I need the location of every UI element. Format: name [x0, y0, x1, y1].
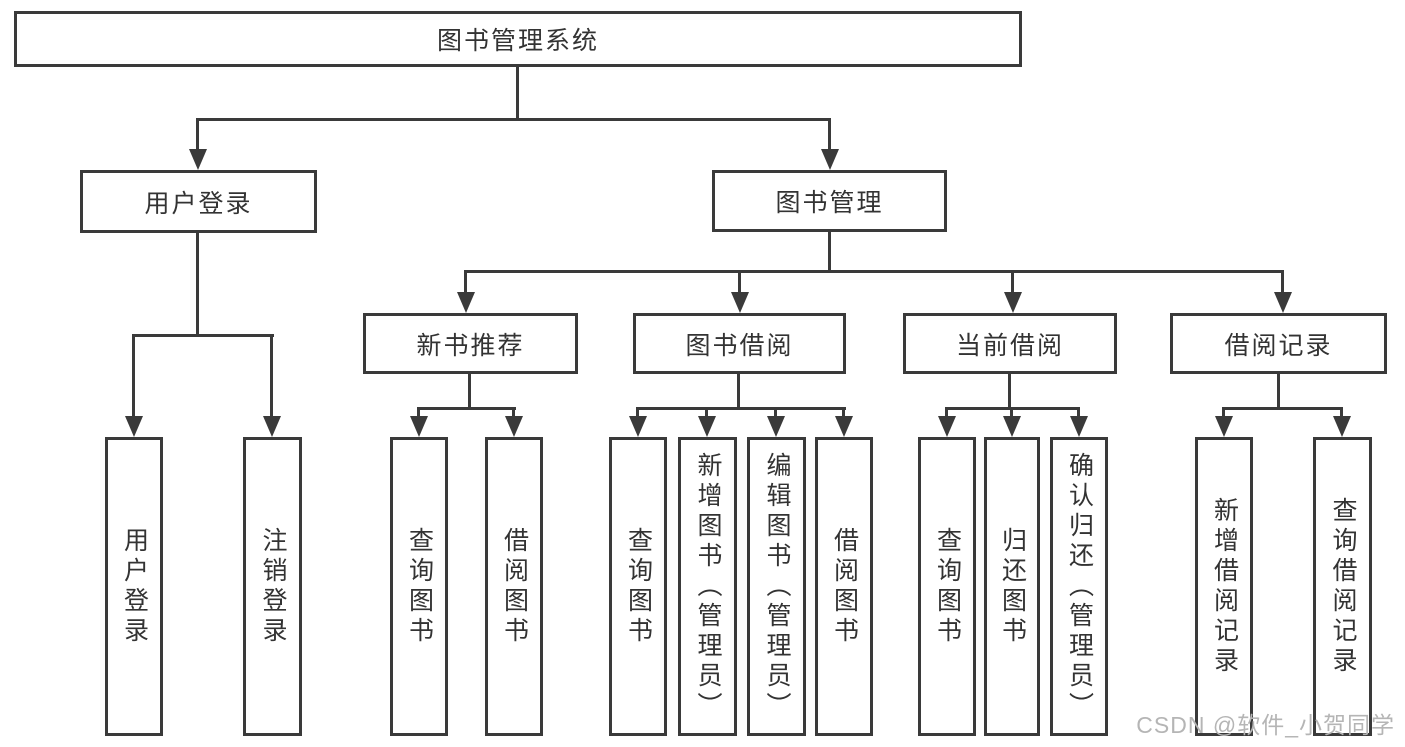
connector-line: [947, 407, 1080, 410]
connector-line: [1224, 407, 1343, 410]
arrow-down-icon: [188, 118, 207, 170]
arrow-down-icon: [262, 334, 281, 437]
node-add-book-admin: 新增图书（管理员）: [678, 437, 737, 736]
node-new-book-recommend: 新书推荐: [363, 313, 578, 374]
arrow-down-icon: [937, 407, 956, 437]
watermark: CSDN @软件_小贺同学: [1136, 712, 1395, 738]
node-return-book: 归还图书: [984, 437, 1040, 736]
node-borrowing-records: 借阅记录: [1170, 313, 1387, 374]
arrow-down-icon: [1003, 270, 1022, 313]
node-label: 查询图书: [405, 526, 434, 647]
arrow-down-icon: [697, 407, 716, 437]
node-label: 归还图书: [998, 526, 1027, 647]
node-logout-leaf: 注销登录: [243, 437, 302, 736]
node-add-borrow-record: 新增借阅记录: [1195, 437, 1253, 736]
node-root: 图书管理系统: [14, 11, 1022, 67]
node-label: 用户登录: [120, 526, 149, 647]
arrow-down-icon: [1273, 270, 1292, 313]
connector-line: [196, 233, 199, 336]
arrow-down-icon: [456, 270, 475, 313]
node-current-borrowing: 当前借阅: [903, 313, 1117, 374]
arrow-down-icon: [1002, 407, 1021, 437]
node-edit-book-admin: 编辑图书（管理员）: [747, 437, 806, 736]
node-book-borrowing: 图书借阅: [633, 313, 846, 374]
connector-line: [1277, 374, 1280, 410]
connector-line: [828, 232, 831, 272]
node-label: 新增借阅记录: [1210, 496, 1239, 677]
node-label: 注销登录: [259, 526, 287, 647]
connector-line: [638, 407, 846, 410]
node-confirm-return-admin: 确认归还（管理员）: [1050, 437, 1108, 736]
connector-line: [468, 374, 471, 410]
node-book-management: 图书管理: [712, 170, 947, 232]
node-query-books-borrowing: 查询图书: [609, 437, 667, 736]
node-label: 借阅图书: [830, 526, 859, 647]
node-query-books-recommend: 查询图书: [390, 437, 448, 736]
node-label: 当前借阅: [955, 331, 1064, 360]
connector-line: [419, 407, 516, 410]
arrow-down-icon: [730, 270, 749, 313]
connector-line: [466, 270, 1283, 273]
node-label: 新增图书（管理员）: [694, 451, 722, 722]
node-label: 图书借阅: [685, 331, 794, 360]
node-label: 编辑图书（管理员）: [763, 451, 791, 722]
node-borrow-books-leaf: 借阅图书: [815, 437, 873, 736]
arrow-down-icon: [124, 334, 143, 437]
node-label: 图书管理系统: [436, 27, 599, 55]
node-label: 查询借阅记录: [1329, 496, 1357, 677]
node-user-login-leaf: 用户登录: [105, 437, 163, 736]
connector-line: [1008, 374, 1011, 410]
node-label: 借阅图书: [500, 526, 529, 647]
connector-line: [516, 67, 519, 120]
arrow-down-icon: [1332, 407, 1351, 437]
arrow-down-icon: [1214, 407, 1233, 437]
node-user-login-branch: 用户登录: [80, 170, 317, 233]
node-label: 图书管理: [775, 189, 884, 217]
node-label: 查询图书: [933, 526, 962, 647]
node-query-books-current: 查询图书: [918, 437, 976, 736]
connector-line: [134, 334, 274, 337]
arrow-down-icon: [766, 407, 785, 437]
node-query-borrow-record: 查询借阅记录: [1313, 437, 1372, 736]
node-label: 用户登录: [144, 189, 253, 218]
arrow-down-icon: [409, 407, 428, 437]
connector-line: [198, 118, 831, 121]
node-label: 新书推荐: [416, 331, 525, 360]
arrow-down-icon: [628, 407, 647, 437]
node-borrow-books-recommend: 借阅图书: [485, 437, 543, 736]
node-label: 确认归还（管理员）: [1065, 451, 1094, 722]
arrow-down-icon: [504, 407, 523, 437]
node-label: 查询图书: [624, 526, 653, 647]
arrow-down-icon: [820, 118, 839, 170]
node-label: 借阅记录: [1224, 331, 1333, 360]
arrow-down-icon: [834, 407, 853, 437]
arrow-down-icon: [1069, 407, 1088, 437]
connector-line: [737, 374, 740, 410]
